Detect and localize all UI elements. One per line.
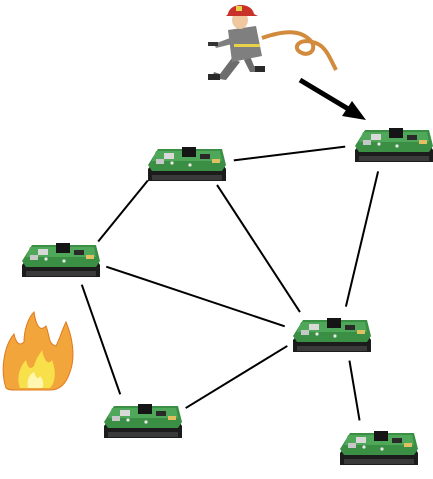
sensor-mote-icon [148, 147, 226, 181]
sensor-mote-icon [22, 243, 100, 277]
network-link [185, 345, 288, 409]
network-link [348, 360, 361, 421]
firefighter-icon [208, 5, 338, 80]
sensor-mote-icon [293, 318, 371, 352]
arrow-icon [298, 77, 366, 120]
fire-icon [2, 310, 74, 391]
sensor-mote-icon [355, 128, 433, 162]
network-link [97, 179, 149, 243]
network-link [344, 171, 380, 307]
sensor-mote-icon [104, 404, 182, 438]
network-link [80, 284, 122, 395]
sensor-mote-icon [340, 431, 418, 465]
network-links [80, 145, 380, 421]
network-link [233, 145, 346, 162]
network-link [216, 184, 301, 313]
network-link [105, 265, 286, 328]
